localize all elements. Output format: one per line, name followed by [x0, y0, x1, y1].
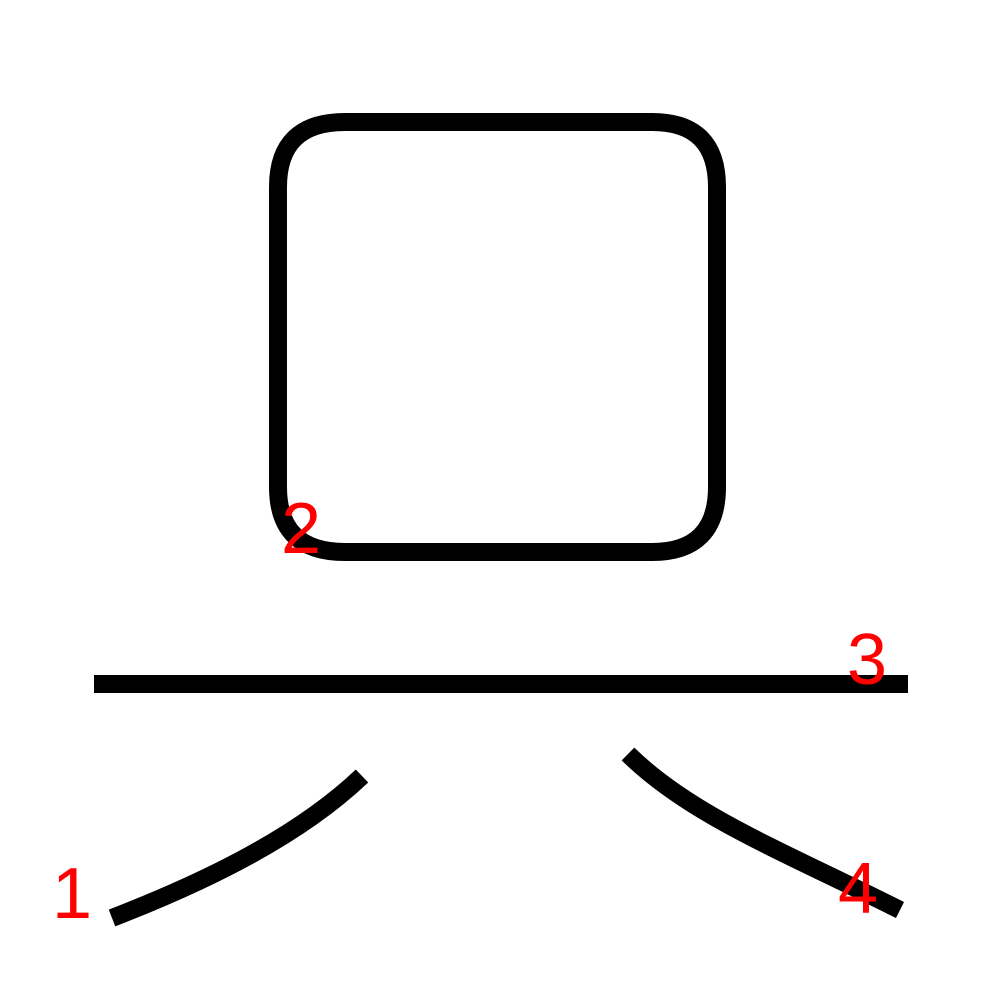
stroke-2-number: 2: [281, 489, 321, 569]
stroke-1-number: 1: [52, 854, 92, 934]
stroke-1-path: [108, 769, 369, 927]
stroke-3-number: 3: [847, 620, 887, 700]
stroke-4-path: [621, 747, 905, 919]
stroke-4-number: 4: [838, 849, 878, 929]
stroke-2-path: [269, 113, 726, 561]
